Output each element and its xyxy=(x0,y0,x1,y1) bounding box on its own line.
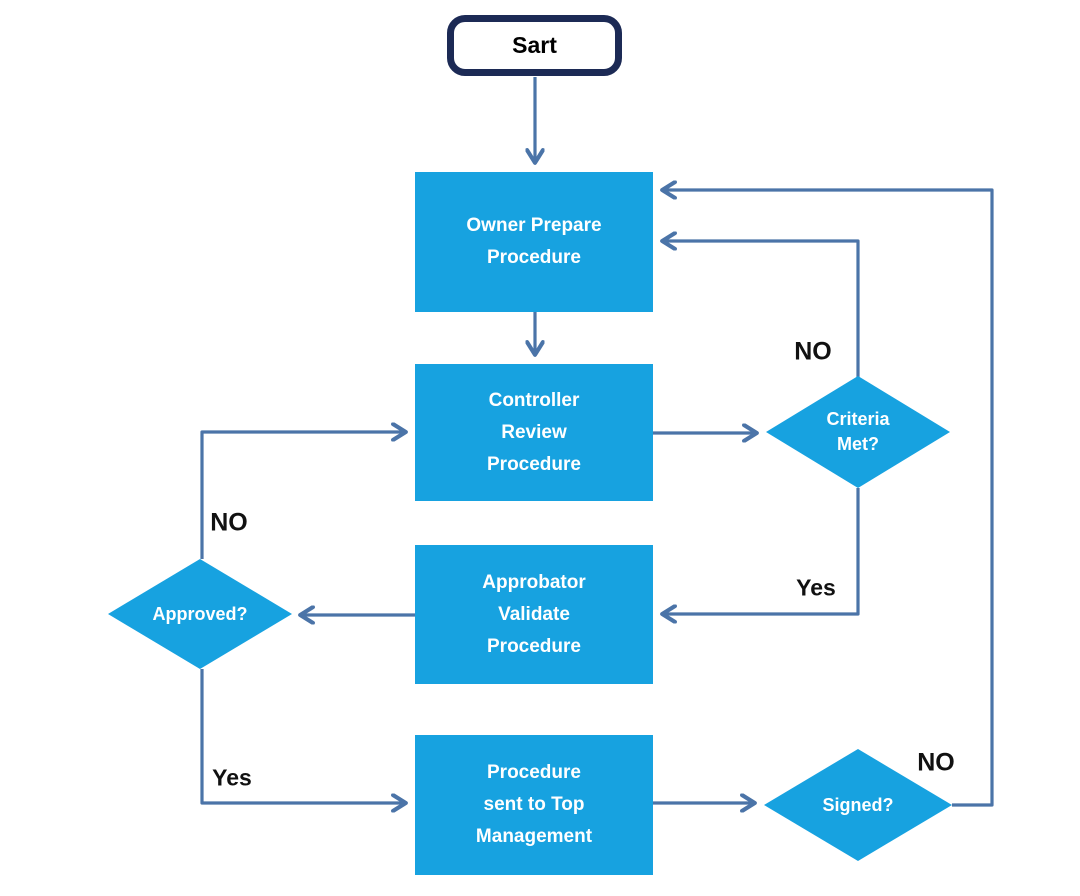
controller-review-procedure-node: Controller Review Procedure xyxy=(415,364,653,501)
node-line: Owner Prepare xyxy=(466,215,602,236)
owner-prepare-procedure-node: Owner Prepare Procedure xyxy=(415,172,653,312)
node-line: Met? xyxy=(837,434,879,454)
approved-no-label: NO xyxy=(210,508,248,537)
criteria-no-label: NO xyxy=(794,337,832,366)
edge-signed-no-to-owner xyxy=(663,190,994,807)
node-line: sent to Top xyxy=(483,794,585,815)
procedure-sent-to-top-management-node: Procedure sent to Top Management xyxy=(415,735,653,875)
edge-approved-yes-to-topmgmt xyxy=(200,669,405,803)
node-line: Signed? xyxy=(822,794,894,815)
node-line: Approbator xyxy=(482,571,586,593)
node-line: Procedure xyxy=(487,635,581,657)
criteria-yes-label: Yes xyxy=(796,574,836,601)
node-line: Approved? xyxy=(152,603,248,624)
node-line: Procedure xyxy=(487,247,581,268)
start-node-label: Sart xyxy=(512,32,557,58)
node-line: Review xyxy=(501,421,567,443)
start-node: Sart xyxy=(447,15,622,76)
edge-criteria-no-to-owner xyxy=(663,241,860,377)
node-line: Procedure xyxy=(487,453,581,475)
edge-approved-no-to-controller xyxy=(200,432,405,559)
node-line: Controller xyxy=(488,389,580,411)
edge-criteria-yes-to-approbator xyxy=(663,488,860,614)
node-line: Criteria xyxy=(826,409,890,429)
approved-yes-label: Yes xyxy=(212,764,252,791)
node-line: Validate xyxy=(498,603,570,625)
node-line: Procedure xyxy=(487,762,581,783)
approbator-validate-procedure-node: Approbator Validate Procedure xyxy=(415,545,653,684)
node-line: Management xyxy=(475,826,593,847)
signed-no-label: NO xyxy=(917,748,955,777)
